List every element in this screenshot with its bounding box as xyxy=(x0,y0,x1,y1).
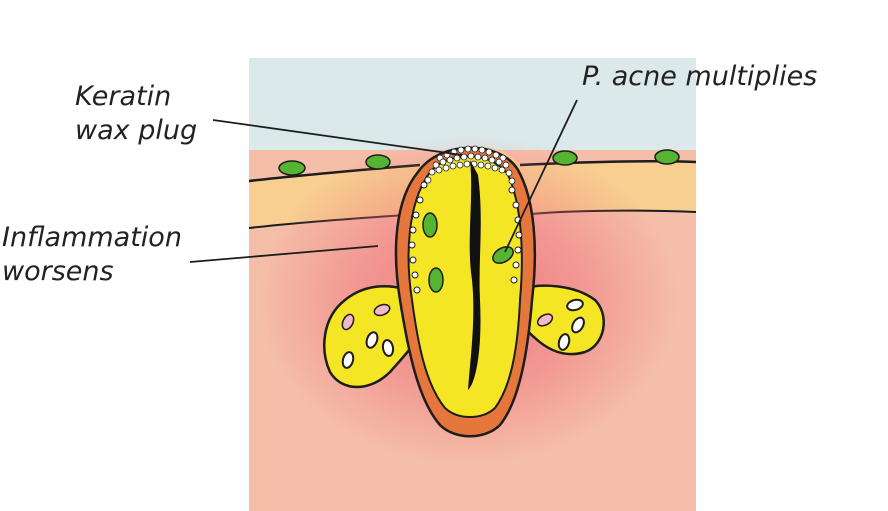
inflammation-worsens-label: Inflammation worsens xyxy=(2,221,182,289)
internal-bacterium xyxy=(492,246,514,264)
keratin-wax-plug-label: Keratin wax plug xyxy=(75,80,197,148)
gland-cell xyxy=(341,351,355,369)
surface-bacterium xyxy=(552,150,578,166)
p-acne-multiplies-label: P. acne multiplies xyxy=(582,60,817,94)
internal-bacterium xyxy=(422,212,438,238)
gland-cell xyxy=(536,313,554,327)
p-acne-leader-line xyxy=(504,99,578,253)
pore-channel xyxy=(468,160,481,390)
inflammation-label-line-1: Inflammation xyxy=(2,222,182,253)
internal-bacterium xyxy=(428,267,444,293)
gland-cell xyxy=(381,339,395,357)
gland-cell xyxy=(557,333,571,351)
skin-cross-section xyxy=(249,58,696,511)
keratin-leader-line xyxy=(212,119,463,156)
keratin-label-line-1: Keratin xyxy=(75,81,172,112)
gland-cell xyxy=(341,313,355,331)
inflammation-leader-line xyxy=(189,245,379,263)
keratin-plug-cells xyxy=(424,145,516,185)
keratin-label-line-2: wax plug xyxy=(75,115,198,146)
gland-cell xyxy=(373,303,391,317)
surface-bacterium xyxy=(654,149,680,165)
surface-bacterium xyxy=(365,154,391,170)
gland-cell xyxy=(365,331,379,349)
white-cell-lining xyxy=(408,181,523,294)
gland-cell xyxy=(571,316,585,334)
inflammation-label-line-2: worsens xyxy=(2,256,114,287)
p-acne-label-text: P. acne multiplies xyxy=(582,61,818,92)
surface-bacterium xyxy=(278,160,306,176)
gland-cell xyxy=(566,298,584,312)
